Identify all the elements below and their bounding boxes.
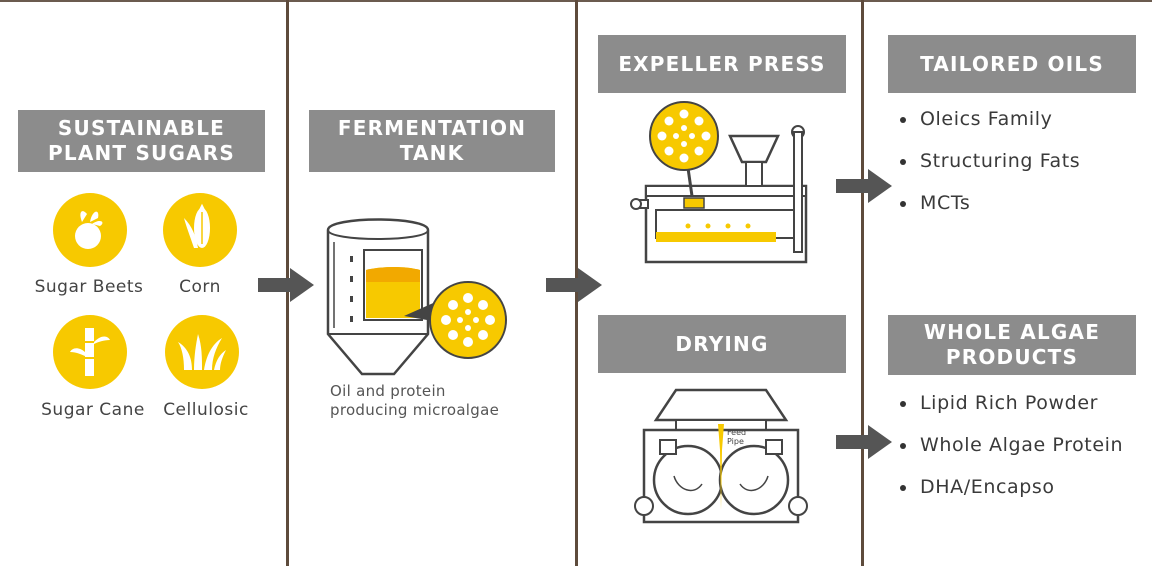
tailored-oils-title: TAILORED OILS: [920, 51, 1104, 76]
fermentation-caption: Oil and protein producing microalgae: [330, 382, 500, 419]
drying-header: DRYING: [598, 315, 846, 373]
whole-algae-list: Lipid Rich Powder Whole Algae Protein DH…: [900, 392, 1123, 518]
list-item: Structuring Fats: [900, 150, 1080, 192]
fermentation-tank-illustration: [326, 218, 507, 376]
expeller-press-illustration: [630, 101, 808, 264]
drum-dryer-illustration: [634, 388, 808, 524]
arrow-right-icon: [258, 268, 314, 302]
corn-label: Corn: [179, 277, 221, 297]
corn-icon: [163, 193, 237, 267]
cellulosic-label: Cellulosic: [163, 400, 249, 420]
tailored-oils-list: Oleics Family Structuring Fats MCTs: [900, 108, 1080, 234]
sugar-cane-label: Sugar Cane: [41, 400, 145, 420]
fermentation-title: FERMENTATION TANK: [337, 116, 527, 165]
expeller-press-header: EXPELLER PRESS: [598, 35, 846, 93]
expeller-press-title: EXPELLER PRESS: [618, 51, 826, 76]
sugars-title: SUSTAINABLE PLANT SUGARS: [48, 116, 235, 165]
list-item: Oleics Family: [900, 108, 1080, 150]
arrow-right-icon: [836, 169, 892, 203]
sugars-header: SUSTAINABLE PLANT SUGARS: [18, 110, 265, 172]
whole-algae-title: WHOLE ALGAE PRODUCTS: [923, 320, 1101, 369]
cellulosic-icon: [165, 315, 239, 389]
sugar-cane-icon: [53, 315, 127, 389]
list-item: MCTs: [900, 192, 1080, 234]
arrow-right-icon: [836, 425, 892, 459]
whole-algae-header: WHOLE ALGAE PRODUCTS: [888, 315, 1136, 375]
fermentation-header: FERMENTATION TANK: [309, 110, 555, 172]
sugar-beets-label: Sugar Beets: [34, 277, 144, 297]
arrow-right-icon: [546, 268, 602, 302]
tailored-oils-header: TAILORED OILS: [888, 35, 1136, 93]
column-divider-3: [861, 0, 864, 566]
drying-title: DRYING: [675, 331, 769, 356]
sugar-beet-icon: [53, 193, 127, 267]
feed-pipe-label: Feed Pipe: [727, 428, 747, 446]
list-item: Lipid Rich Powder: [900, 392, 1123, 434]
list-item: Whole Algae Protein: [900, 434, 1123, 476]
list-item: DHA/Encapso: [900, 476, 1123, 518]
